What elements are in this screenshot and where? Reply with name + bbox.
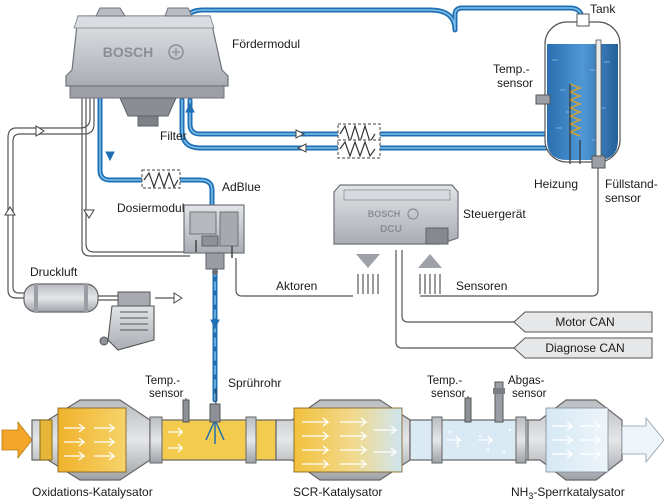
dcu-steuergeraet: BOSCH DCU <box>333 184 459 294</box>
spray-pipe-injector <box>209 403 221 423</box>
exhaust-gas-sensor <box>494 381 504 423</box>
label-spruehrohr: Sprührohr <box>228 376 281 390</box>
label-foerdermodul: Fördermodul <box>232 37 300 51</box>
label-abgas-2: sensor <box>512 388 547 400</box>
air-direction-arrows <box>4 102 307 330</box>
line-heater-adblue <box>141 169 181 189</box>
temp-sensor-b <box>464 397 472 423</box>
label-temp-sensor-a-2: sensor <box>149 388 184 400</box>
druckluft-tank <box>23 283 99 313</box>
air-compressor <box>99 291 155 351</box>
label-oxidations-katalysator: Oxidations-Katalysator <box>32 485 153 499</box>
outlet-pipe <box>409 419 529 461</box>
label-druckluft: Druckluft <box>30 265 78 279</box>
label-abgas-1: Abgas- <box>508 375 545 387</box>
label-heizung: Heizung <box>534 177 578 191</box>
labels: Tank Fördermodul Temp.- sensor Filter He… <box>30 2 658 501</box>
can-tag-diagnose: Diagnose CAN <box>513 337 653 359</box>
dcu-brand: BOSCH <box>368 209 401 219</box>
tank-temp-sensor-probe <box>535 94 551 105</box>
label-fuellstand-2: sensor <box>605 191 641 205</box>
air-lines <box>7 98 599 349</box>
exhaust-outlet-arrow <box>621 416 665 464</box>
label-nh3-sperrkatalysator: NH3-Sperrkatalysator <box>511 485 625 501</box>
dcu-bosch-logo-icon <box>407 208 419 220</box>
dcu-label: DCU <box>380 224 402 235</box>
label-temp-sensor-b-1: Temp.- <box>427 375 462 387</box>
diagnose-can-label: Diagnose CAN <box>545 341 624 355</box>
nh3-subscript: 3 <box>528 491 533 501</box>
label-dosiermodul: Dosiermodul <box>117 201 184 215</box>
motor-can-label: Motor CAN <box>555 315 614 329</box>
label-filter: Filter <box>160 129 187 143</box>
sensor-signal-arrow <box>418 254 442 268</box>
foerdermodul-unit: BOSCH <box>65 7 229 127</box>
label-tank: Tank <box>590 2 616 16</box>
scr-catalyst-core <box>293 407 403 473</box>
can-tag-motor: Motor CAN <box>513 311 653 333</box>
label-steuergeraet: Steuergerät <box>463 207 526 221</box>
leader-lines <box>185 388 469 404</box>
nh3-prefix: NH <box>511 485 528 499</box>
label-sensoren: Sensoren <box>456 279 507 293</box>
tank-heater-coil <box>567 83 583 137</box>
actuator-signal-arrow <box>356 254 380 268</box>
label-aktoren: Aktoren <box>276 279 317 293</box>
label-adblue: AdBlue <box>222 180 261 194</box>
oxidation-catalyst-core <box>57 407 127 473</box>
line-heater-lower <box>337 139 381 159</box>
label-fuellstand-1: Füllstand- <box>605 177 658 191</box>
label-temp-sensor-tank-2: sensor <box>497 76 533 90</box>
adblue-tank <box>535 13 621 169</box>
foerdermodul-brand: BOSCH <box>103 44 154 60</box>
label-temp-sensor-a-1: Temp.- <box>145 375 180 387</box>
exhaust-inlet-arrow <box>1 420 33 460</box>
label-temp-sensor-tank-1: Temp.- <box>493 62 530 76</box>
level-sensor-rod <box>595 39 602 159</box>
nh3-suffix: -Sperrkatalysator <box>533 485 624 499</box>
label-temp-sensor-b-2: sensor <box>431 388 466 400</box>
bosch-logo-icon <box>168 44 184 60</box>
temp-sensor-a <box>182 399 190 423</box>
adblue-lines <box>97 5 588 403</box>
spray-cone <box>205 419 225 444</box>
exhaust-system <box>1 381 665 481</box>
label-scr-katalysator: SCR-Katalysator <box>293 485 382 499</box>
dosiermodul-unit <box>183 204 245 275</box>
